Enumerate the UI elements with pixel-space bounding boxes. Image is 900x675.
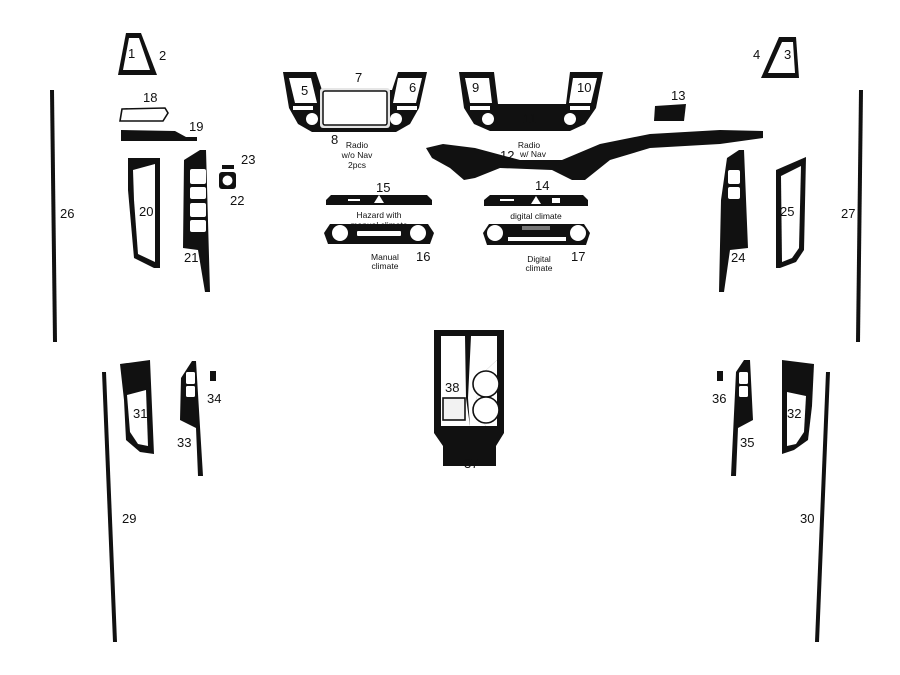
part-16-label: 16 [416,249,430,264]
digital-inline-note: digital climate [510,211,562,221]
part-2-label: 2 [159,48,166,63]
part-12-label: 12 [500,148,514,163]
part-30-label: 30 [800,511,814,526]
part-37-center-console [434,330,504,466]
part-35-window-switch-trim [731,360,753,476]
part-34-label: 34 [207,391,221,406]
part-9-label: 9 [472,80,479,95]
part-17-digital-climate-panel [483,224,590,245]
radio-bezel-nav [459,72,603,131]
part-19-label: 19 [189,119,203,134]
radio-bezel-no-nav [283,72,427,132]
part-22-ring [219,172,236,189]
part-14-digital-climate-strip [484,195,588,206]
part-36-label: 36 [712,391,726,406]
part-18-trim [119,107,169,122]
part-8-label: 8 [331,132,338,147]
radio-no-nav-note-3: 2pcs [348,160,366,170]
part-21-window-switch-trim [183,150,210,292]
part-32-label: 32 [787,406,801,421]
part-26-strip [50,90,57,342]
part-5-label: 5 [301,83,308,98]
part-27-label: 27 [841,206,855,221]
part-34-trim [210,371,216,381]
part-1-vent-trim [118,33,157,75]
part-32-door-trim [782,360,814,454]
part-29-strip [102,372,117,642]
part-36-trim [717,371,723,381]
part-16-manual-climate-panel [324,224,434,244]
part-13-trim [654,104,686,121]
part-20-label: 20 [139,204,153,219]
part-24-label: 24 [731,250,745,265]
part-31-door-trim [120,360,154,454]
part-7-label: 7 [355,70,362,85]
part-14-label: 14 [535,178,549,193]
part-25-label: 25 [780,204,794,219]
manual-note-2: climate [372,261,399,271]
part-17-label: 17 [571,249,585,264]
part-24-window-switch-trim [719,150,748,292]
part-23-label: 23 [241,152,255,167]
part-22-label: 22 [230,193,244,208]
part-11-label: 11 [523,111,537,126]
part-26-label: 26 [60,206,74,221]
hazard-note-1: Hazard with [357,210,402,220]
radio-no-nav-note-1: Radio [346,140,368,150]
manual-note-1: Manual [371,252,399,262]
part-1-label: 1 [128,46,135,61]
part-3-label: 3 [784,47,791,62]
part-13-label: 13 [671,88,685,103]
digital-note-1: Digital [527,254,551,264]
part-18-label: 18 [143,90,157,105]
part-33-window-switch-trim [180,361,203,476]
digital-note-2: climate [526,263,553,273]
part-19-trim [121,130,197,141]
radio-no-nav-note-2: w/o Nav [341,150,373,160]
part-15-label: 15 [376,180,390,195]
part-3-vent-trim [761,37,799,78]
part-15-hazard-strip [326,195,432,205]
part-33-label: 33 [177,435,191,450]
part-21-label: 21 [184,250,198,265]
part-31-label: 31 [133,406,147,421]
part-20-door-trim [128,158,160,268]
part-35-label: 35 [740,435,754,450]
part-29-label: 29 [122,511,136,526]
part-37-label: 37 [464,456,478,471]
part-4-label: 4 [753,47,760,62]
part-27-strip [856,90,863,342]
radio-nav-note-1: Radio [518,140,540,150]
part-23-trim [222,165,234,169]
part-25-door-trim [776,157,806,268]
part-12-dash-strip [426,130,763,180]
part-10-label: 10 [577,80,591,95]
part-38-label: 38 [445,380,459,395]
part-30-strip [815,372,830,642]
radio-nav-note-2: w/ Nav [519,149,547,159]
part-6-label: 6 [409,80,416,95]
